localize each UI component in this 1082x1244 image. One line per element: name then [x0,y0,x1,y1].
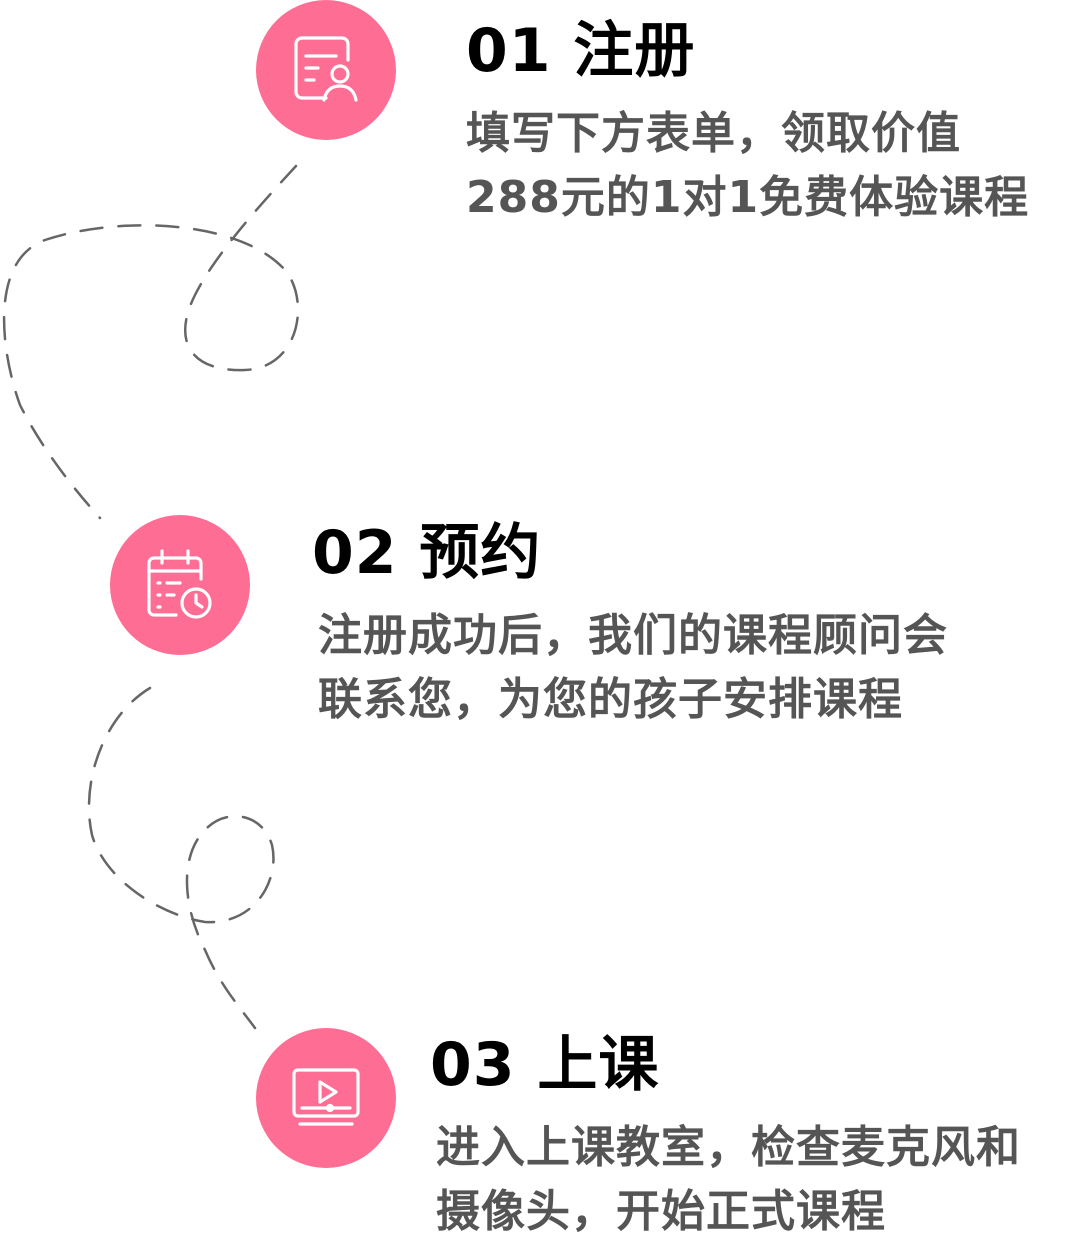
calendar-clock-icon [147,549,212,619]
step-1-icon-badge [256,0,396,140]
step-2-icon-badge [110,515,250,655]
step-2-desc-line-2: 联系您，为您的孩子安排课程 [318,674,903,725]
step-1-title: 01 注册 [466,16,696,86]
video-player-icon [292,1068,360,1126]
step-1-desc-line-1: 填写下方表单，领取价值 [466,108,961,159]
step-3-desc-line-1: 进入上课教室，检查麦克风和 [436,1122,1021,1173]
step-3-icon-badge [256,1028,396,1168]
step-2-desc-line-1: 注册成功后，我们的课程顾问会 [318,610,948,661]
step-3-desc-line-2: 摄像头，开始正式课程 [436,1186,886,1237]
step-1-desc-line-2: 288元的1对1免费体验课程 [466,172,1030,223]
step-3-title: 03 上课 [430,1030,660,1100]
registration-form-icon [294,36,358,102]
step-2-title: 02 预约 [312,518,542,588]
